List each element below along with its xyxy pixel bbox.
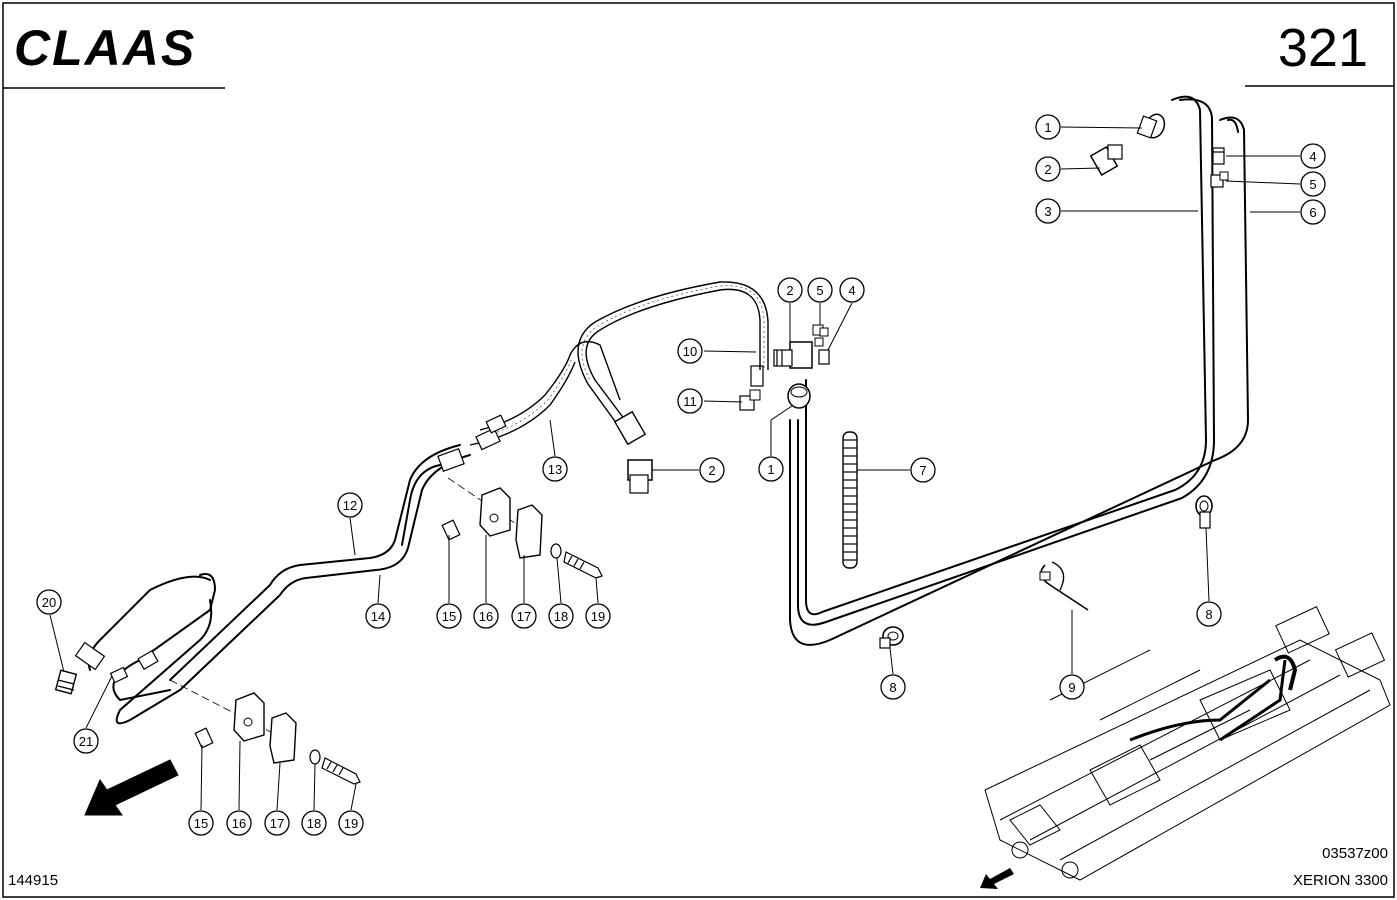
page-number: 321 bbox=[1278, 18, 1368, 78]
callout-16-lower: 16 bbox=[226, 810, 252, 836]
callout-4-top: 4 bbox=[1300, 143, 1326, 169]
callout-19-upper: 19 bbox=[585, 603, 611, 629]
overview-direction-arrow bbox=[980, 868, 1014, 889]
callout-label: 1 bbox=[767, 462, 774, 477]
elbow-fitting-2-top bbox=[1089, 144, 1123, 177]
corrugated-tube-7 bbox=[842, 431, 858, 569]
callout-label: 2 bbox=[708, 463, 715, 478]
callout-label: 18 bbox=[554, 609, 568, 624]
elbow-fitting-2-center bbox=[773, 341, 813, 369]
callout-label: 3 bbox=[1044, 204, 1051, 219]
callout-15-lower: 15 bbox=[188, 810, 214, 836]
callout-14: 14 bbox=[365, 603, 391, 629]
hose-10 bbox=[577, 281, 769, 446]
elbow-fitting-2-lower bbox=[627, 459, 653, 494]
callout-5-top: 5 bbox=[1300, 171, 1326, 197]
callout-5-center: 5 bbox=[807, 277, 833, 303]
callout-label: 11 bbox=[683, 394, 697, 409]
callout-label: 5 bbox=[816, 283, 823, 298]
callout-label: 8 bbox=[889, 680, 896, 695]
callout-label: 21 bbox=[79, 734, 93, 749]
fitting-20 bbox=[54, 669, 78, 695]
callout-18-upper: 18 bbox=[548, 603, 574, 629]
callout-8-lower: 8 bbox=[880, 674, 906, 700]
callout-9: 9 bbox=[1059, 674, 1085, 700]
clip-8-right bbox=[1195, 495, 1213, 529]
callout-16-upper: 16 bbox=[473, 603, 499, 629]
callout-label: 5 bbox=[1309, 177, 1316, 192]
callout-12: 12 bbox=[337, 492, 363, 518]
tube-assembly-right bbox=[789, 95, 1249, 646]
fitting-4-center bbox=[818, 349, 830, 365]
callout-label: 15 bbox=[194, 816, 208, 831]
callout-label: 16 bbox=[479, 609, 493, 624]
callout-8-right: 8 bbox=[1196, 601, 1222, 627]
callout-19-lower: 19 bbox=[338, 810, 364, 836]
callout-label: 12 bbox=[343, 498, 357, 513]
callout-17-upper: 17 bbox=[511, 603, 537, 629]
callout-label: 2 bbox=[1044, 162, 1051, 177]
callout-label: 15 bbox=[442, 609, 456, 624]
callout-label: 8 bbox=[1205, 607, 1212, 622]
document-number: 144915 bbox=[8, 872, 58, 889]
fitting-nut-1-top bbox=[1136, 113, 1166, 139]
callout-2-top: 2 bbox=[1035, 156, 1061, 182]
hose-13 bbox=[469, 341, 621, 451]
callout-label: 19 bbox=[591, 609, 605, 624]
callout-label: 20 bbox=[42, 595, 56, 610]
callout-label: 4 bbox=[848, 283, 855, 298]
fitting-11 bbox=[739, 389, 761, 411]
clamp-assembly-lower bbox=[169, 679, 361, 785]
callout-label: 4 bbox=[1309, 149, 1316, 164]
fitting-5-center bbox=[812, 324, 829, 347]
model-name: XERION 3300 bbox=[1293, 872, 1388, 889]
callout-2-center: 2 bbox=[777, 277, 803, 303]
fitting-4-top bbox=[1212, 147, 1225, 165]
callout-13: 13 bbox=[542, 456, 568, 482]
callout-label: 14 bbox=[371, 609, 385, 624]
callout-6: 6 bbox=[1300, 199, 1326, 225]
callout-label: 1 bbox=[1044, 120, 1051, 135]
callout-label: 16 bbox=[232, 816, 246, 831]
tube-12-14 bbox=[74, 444, 471, 725]
clip-8-lower bbox=[879, 626, 904, 649]
callout-label: 7 bbox=[919, 463, 926, 478]
drawing-code: 03537z00 bbox=[1322, 845, 1388, 862]
callout-label: 17 bbox=[270, 816, 284, 831]
callout-1-center: 1 bbox=[758, 456, 784, 482]
callout-label: 9 bbox=[1068, 680, 1075, 695]
callout-label: 18 bbox=[307, 816, 321, 831]
callout-1-top: 1 bbox=[1035, 114, 1061, 140]
callout-11: 11 bbox=[677, 388, 703, 414]
callout-label: 10 bbox=[683, 344, 697, 359]
clamp-assembly-upper bbox=[441, 477, 603, 579]
callout-18-lower: 18 bbox=[301, 810, 327, 836]
callout-15-upper: 15 bbox=[436, 603, 462, 629]
chassis-overview bbox=[984, 606, 1391, 881]
callout-label: 2 bbox=[786, 283, 793, 298]
callout-21: 21 bbox=[73, 728, 99, 754]
callout-2-lower: 2 bbox=[699, 457, 725, 483]
fitting-10 bbox=[750, 365, 764, 387]
cable-tie-9 bbox=[1039, 561, 1089, 611]
callout-4-center: 4 bbox=[839, 277, 865, 303]
fitting-21 bbox=[109, 666, 129, 684]
travel-direction-arrow bbox=[84, 759, 179, 816]
leader-lines bbox=[49, 126, 1301, 811]
brand-logo: CLAAS bbox=[14, 20, 196, 76]
callout-17-lower: 17 bbox=[264, 810, 290, 836]
fitting-1-center bbox=[787, 383, 811, 409]
callout-label: 19 bbox=[344, 816, 358, 831]
callout-label: 13 bbox=[548, 462, 562, 477]
callout-20: 20 bbox=[36, 589, 62, 615]
callout-7: 7 bbox=[910, 457, 936, 483]
fitting-5-top bbox=[1210, 171, 1229, 188]
callout-label: 6 bbox=[1309, 205, 1316, 220]
callout-10: 10 bbox=[677, 338, 703, 364]
callout-3: 3 bbox=[1035, 198, 1061, 224]
callout-label: 17 bbox=[517, 609, 531, 624]
